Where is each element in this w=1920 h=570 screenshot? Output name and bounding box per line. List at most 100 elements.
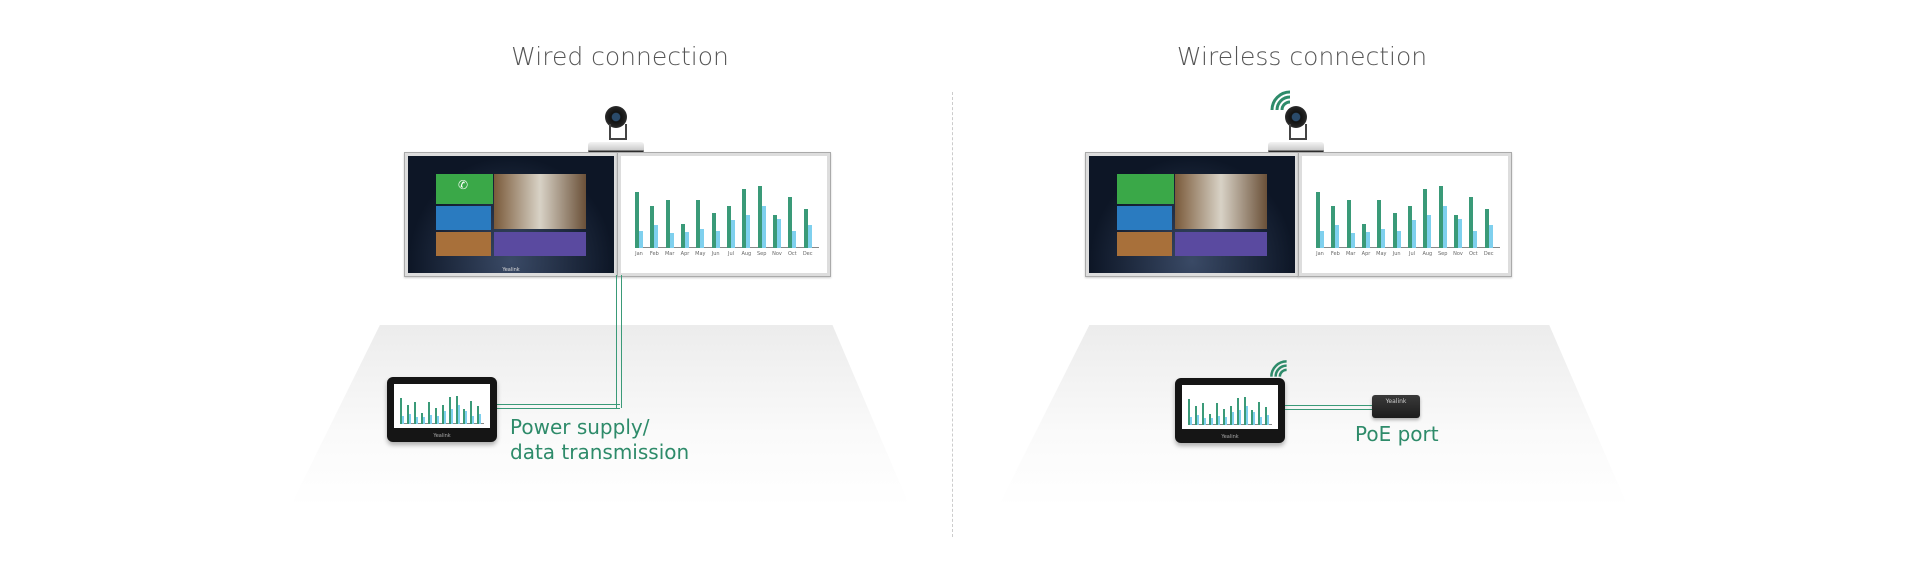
bar-jan-series-2 [1190,417,1192,425]
poe-logo: Yealink [1385,398,1407,405]
bar-jun-series-1 [435,408,437,424]
left-display [1085,152,1299,277]
month-label: Sep [1437,251,1448,257]
bar-nov-series-2 [777,218,781,248]
bar-nov-series-1 [463,408,465,424]
bar-jan-series-2 [639,230,643,248]
bar-dec-series-1 [803,208,808,248]
bar-sep-series-1 [757,185,762,248]
bar-mar-series-1 [665,199,670,248]
bar-may-series-2 [430,415,432,424]
month-label: May [695,251,706,257]
month-label: Oct [788,251,797,257]
month-label: Jun [711,251,720,257]
bar-sep-series-2 [761,206,766,248]
month-label: Feb [649,251,659,257]
tablet-icon: Yealink [1175,378,1285,443]
room-image [494,174,586,229]
bar-jun-series-2 [1225,417,1227,425]
month-label: Jun [1392,251,1401,257]
wired-title: Wired connection [511,42,729,71]
bar-jan-series-1 [635,192,639,248]
bar-jan-series-1 [400,398,402,424]
bar-aug-series-1 [449,396,451,424]
bar-jul-series-1 [1408,206,1412,248]
bar-dec-series-2 [1488,225,1493,248]
poe-box-icon: Yealink [1372,395,1420,418]
bar-jan-series-1 [1316,192,1320,248]
bar-apr-series-1 [1362,224,1366,248]
month-label: Dec [802,251,813,257]
bar-sep-series-2 [458,404,460,424]
bar-jul-series-1 [727,206,731,248]
bar-mar-series-1 [414,401,416,424]
cable-horizontal [495,404,620,409]
bar-jun-series-2 [1396,230,1401,248]
bar-nov-series-2 [1253,411,1255,425]
bar-mar-series-1 [1346,199,1351,248]
month-label: Jul [727,251,735,257]
bar-dec-series-1 [1265,407,1267,425]
camera-icon [588,106,644,154]
bar-aug-series-2 [451,408,453,424]
bar-apr-series-1 [1209,414,1211,425]
bar-apr-series-1 [681,224,685,248]
bar-feb-series-2 [654,225,659,248]
bar-mar-series-2 [416,417,418,424]
tablet-logo: Yealink [1221,434,1239,440]
bar-nov-series-1 [1454,215,1458,248]
bar-jun-series-2 [715,230,720,248]
bar-may-series-2 [1381,229,1386,248]
settings-tile [436,232,491,256]
home-screen [1089,156,1295,273]
bar-mar-series-2 [669,233,674,248]
bar-may-series-2 [1218,416,1220,425]
bar-oct-series-1 [1469,197,1474,248]
cable-label-line1: Power supply/ [510,415,650,439]
divider [952,92,953,537]
month-label: Mar [664,251,675,257]
bar-jun-series-2 [437,416,439,424]
wireless-title: Wireless connection [1176,42,1428,71]
bar-feb-series-1 [650,206,655,248]
bar-sep-series-1 [1244,396,1246,425]
month-label: Jul [1408,251,1416,257]
month-label: Apr [680,251,690,257]
bar-aug-series-1 [742,188,747,248]
bar-apr-series-2 [685,232,689,248]
month-label: Jan [635,251,643,257]
bar-may-series-2 [700,229,705,248]
bar-feb-series-1 [1195,405,1197,425]
bar-oct-series-2 [1260,417,1262,425]
bar-nov-series-2 [465,410,467,424]
month-label: Apr [1361,251,1371,257]
home-screen: ✆ Yealink [408,156,614,273]
bar-oct-series-2 [792,230,797,248]
bar-jul-series-1 [1230,405,1232,425]
bar-dec-series-1 [1484,208,1489,248]
month-label: Nov [1453,251,1463,257]
bar-jul-series-2 [1232,412,1234,425]
bar-apr-series-2 [1366,232,1370,248]
tablet-logo: Yealink [433,433,451,439]
poe-label: PoE port [1355,422,1439,446]
bar-oct-series-2 [1473,230,1478,248]
bar-aug-series-2 [746,214,751,248]
bar-jun-series-1 [711,213,716,248]
bar-apr-series-1 [421,413,423,424]
bar-jul-series-2 [444,411,446,424]
bar-apr-series-2 [1211,417,1213,425]
bar-aug-series-1 [1423,188,1428,248]
bar-oct-series-1 [788,197,793,248]
bar-feb-series-2 [409,413,411,424]
bar-mar-series-2 [1204,418,1206,425]
bar-aug-series-1 [1237,397,1239,425]
bar-aug-series-2 [1427,214,1432,248]
month-label: Sep [756,251,767,257]
bar-sep-series-1 [1438,185,1443,248]
bar-jul-series-1 [442,404,444,424]
wifi-icon [1270,360,1287,377]
bar-jan-series-2 [402,416,404,424]
